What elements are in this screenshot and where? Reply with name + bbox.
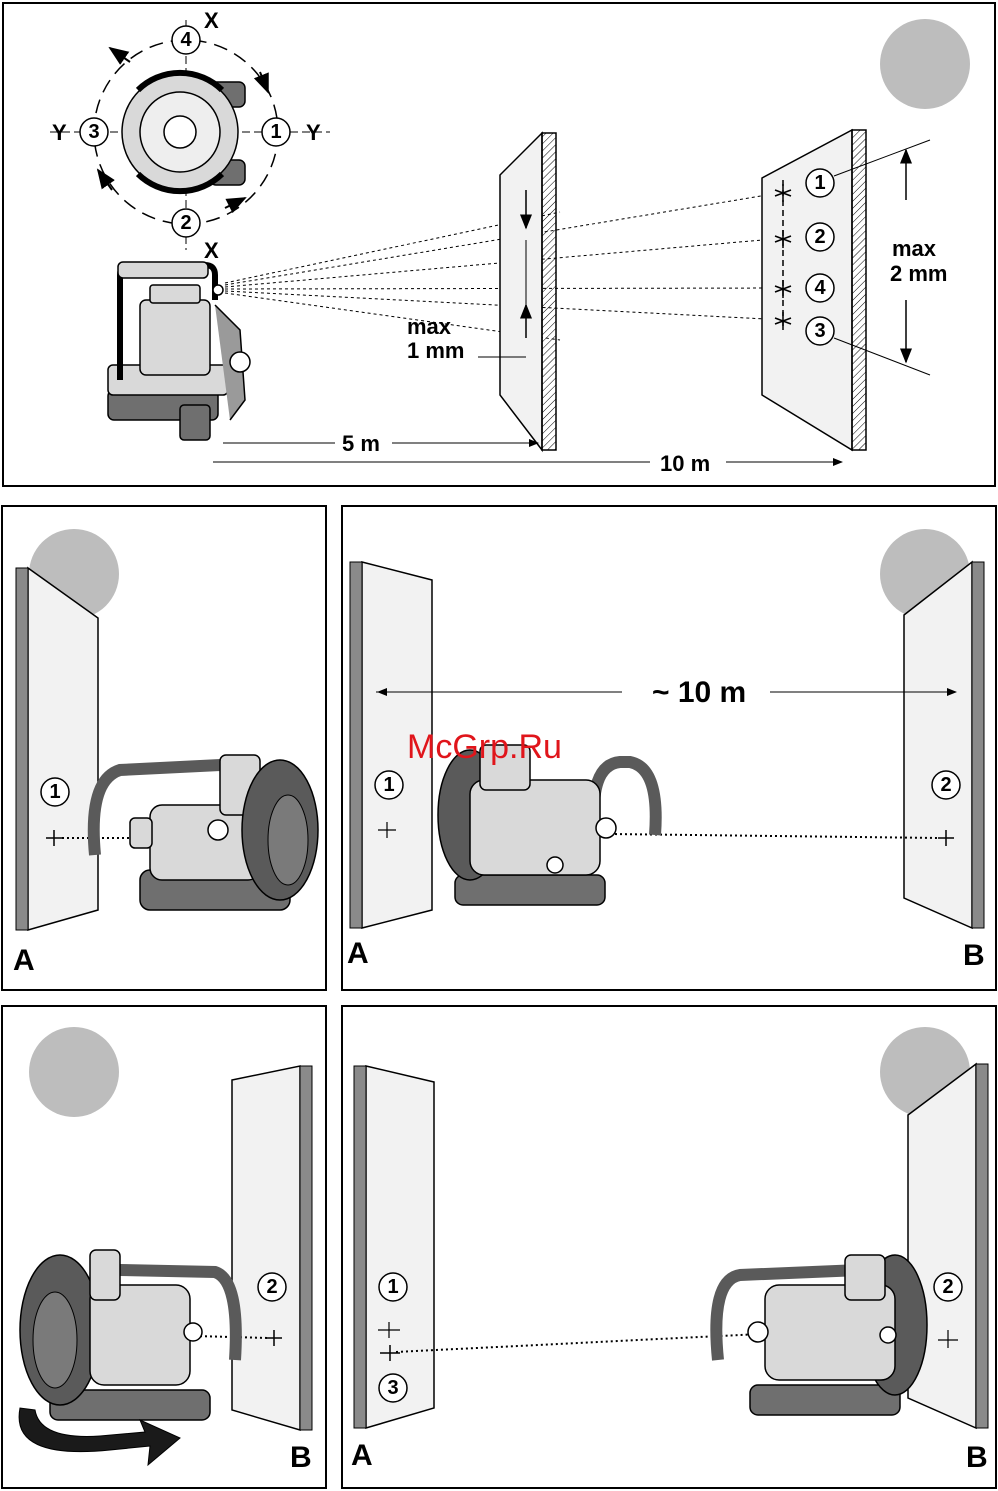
point-1: 1: [383, 774, 394, 796]
axis-y-left: Y: [52, 120, 67, 145]
axis-y-right: Y: [306, 120, 321, 145]
point-1: 1: [49, 781, 60, 803]
position-letter-b: B: [963, 939, 985, 972]
watermark: McGrp.Ru: [407, 728, 562, 766]
device: [94, 755, 318, 910]
device-top-view: 4 2 3 1 X X Y Y: [50, 8, 330, 263]
position-letter-a: A: [13, 944, 35, 977]
point-2: 2: [266, 1276, 277, 1298]
gray-disc: [880, 19, 970, 109]
panel-1-accuracy-check: 4 2 3 1 X X Y Y: [3, 3, 995, 486]
panel-3-step-b: ~ 10 m 1 2 McGrp.Ru A B: [342, 506, 996, 990]
panel-4-rotate: 2 B: [2, 1006, 326, 1488]
marker-1: 1: [270, 121, 281, 143]
distance-10m: ~ 10 m: [652, 676, 746, 709]
panel-2-step-a: 1 A: [2, 506, 326, 990]
axis-x-top: X: [204, 8, 219, 33]
wall-near-5m: [478, 133, 556, 450]
point-2: 2: [940, 774, 951, 796]
marker-2: 2: [180, 212, 191, 234]
max-1mm-label-line2: 1 mm: [407, 338, 464, 363]
axis-x-bottom: X: [204, 238, 219, 263]
position-letter-b: B: [966, 1441, 988, 1474]
wall-point-1: 1: [814, 172, 825, 194]
device-side-view: [108, 262, 250, 440]
device: [438, 745, 656, 905]
point-1: 1: [387, 1276, 398, 1298]
marker-3: 3: [88, 121, 99, 143]
position-letter-a: A: [347, 937, 369, 970]
distance-5m: 5 m: [342, 431, 380, 456]
max-2mm-label-line1: max: [892, 236, 937, 261]
marker-4: 4: [180, 29, 192, 51]
point-3: 3: [387, 1377, 398, 1399]
position-letter-b: B: [290, 1441, 312, 1474]
panel-5-step-b-rotated: 1 3 2 A B: [342, 1006, 996, 1488]
device: [20, 1250, 236, 1420]
position-letter-a: A: [351, 1439, 373, 1472]
point-2: 2: [942, 1276, 953, 1298]
wall-point-4: 4: [814, 277, 826, 299]
device: [716, 1255, 927, 1415]
gray-disc: [29, 1027, 119, 1117]
max-2mm-label-line2: 2 mm: [890, 261, 947, 286]
distance-10m: 10 m: [660, 451, 710, 476]
wall-far-10m: [762, 130, 930, 450]
max-1mm-label-line1: max: [407, 314, 452, 339]
wall-point-3: 3: [814, 320, 825, 342]
wall-point-2: 2: [814, 226, 825, 248]
